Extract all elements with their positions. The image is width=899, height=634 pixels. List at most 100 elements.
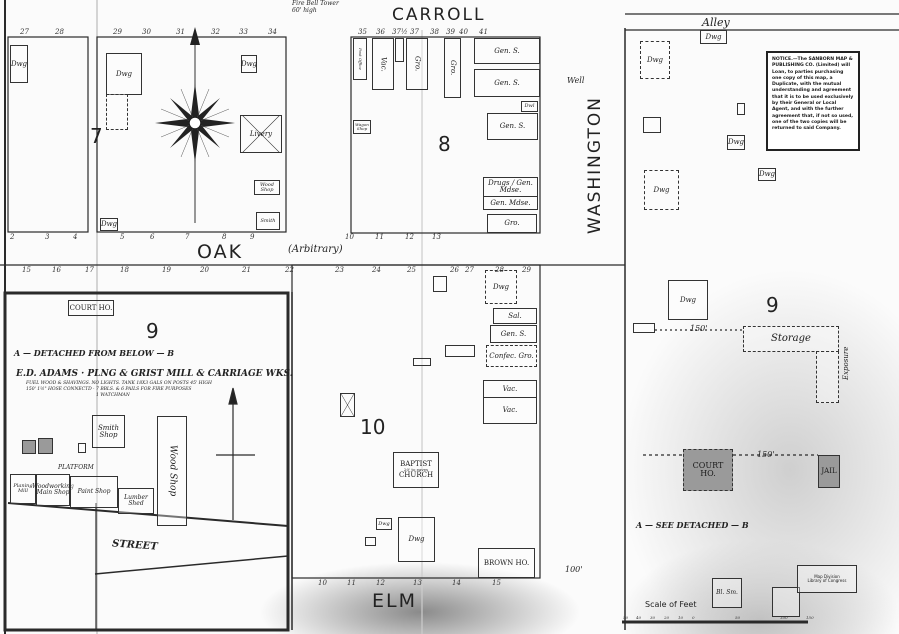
lot-number: 29 bbox=[522, 266, 531, 274]
block-number-9-left: 9 bbox=[146, 319, 159, 343]
scale-tick-label: 10 bbox=[678, 615, 684, 620]
lot-number: 14 bbox=[452, 579, 461, 587]
building-grocery: Gro. bbox=[487, 214, 537, 233]
building-small bbox=[22, 440, 36, 454]
building-dwelling: Dwg bbox=[668, 280, 708, 320]
building-small bbox=[643, 117, 661, 133]
lot-number: 2 bbox=[10, 233, 15, 241]
church-label-1: BAPTIST bbox=[400, 460, 432, 468]
building-small bbox=[38, 438, 53, 454]
lot-number: 4 bbox=[73, 233, 78, 241]
lot-number: 33 bbox=[239, 28, 248, 36]
lot-number: 3 bbox=[45, 233, 50, 241]
building-wood-shop: Wood Shop bbox=[254, 180, 280, 195]
lot-number: 7 bbox=[185, 233, 190, 241]
lot-number: 28 bbox=[55, 28, 64, 36]
building-post-office: Post Office bbox=[353, 38, 367, 80]
building-lumber-shed: Lumber Shed bbox=[118, 488, 154, 514]
lot-number: 27 bbox=[20, 28, 29, 36]
scale-tick-label: 50 bbox=[735, 615, 741, 620]
sanborn-notice: NOTICE.—The SANBORN MAP & PUBLISHING CO.… bbox=[766, 51, 860, 151]
lot-number: 17 bbox=[85, 266, 94, 274]
lot-number: 32 bbox=[211, 28, 220, 36]
building-small bbox=[633, 323, 655, 333]
lot-number: 10 bbox=[318, 579, 327, 587]
street-label-oak: OAK bbox=[197, 241, 244, 263]
scale-tick-label: 100 bbox=[780, 615, 788, 620]
building-general-store: Gen. S. bbox=[474, 38, 540, 64]
lot-number: 15 bbox=[492, 579, 501, 587]
lot-number: 16 bbox=[52, 266, 61, 274]
building-paint-shop: Paint Shop bbox=[70, 476, 118, 508]
scale-tick-label: 50 bbox=[623, 615, 629, 620]
building-jail: JAIL bbox=[818, 455, 840, 488]
lot-number: 13 bbox=[413, 579, 422, 587]
building-blacksmith: Bl. Sm. bbox=[712, 578, 742, 608]
lot-number: 40 bbox=[459, 28, 468, 36]
lot-number: 24 bbox=[372, 266, 381, 274]
building-dwelling: Dwl bbox=[521, 101, 538, 112]
lot-number: 30 bbox=[142, 28, 151, 36]
building-dwelling: Dwg bbox=[700, 30, 727, 44]
lot-number: 12 bbox=[376, 579, 385, 587]
alley-label: Alley bbox=[702, 16, 730, 29]
block-number-8: 8 bbox=[438, 132, 451, 156]
lot-number: 12 bbox=[405, 233, 414, 241]
street-label-carroll: CARROLL bbox=[392, 5, 486, 25]
building-livery: Livery bbox=[240, 115, 282, 153]
scale-tick-label: 40 bbox=[636, 615, 642, 620]
building-dwelling: Dwg bbox=[640, 41, 670, 79]
building-small bbox=[445, 345, 475, 357]
lot-number: 5 bbox=[120, 233, 125, 241]
building-small bbox=[395, 38, 404, 62]
lot-number: 15 bbox=[22, 266, 31, 274]
lot-number: 34 bbox=[268, 28, 277, 36]
lot-number: 39 bbox=[446, 28, 455, 36]
block-number-9-right: 9 bbox=[766, 293, 779, 317]
building-confectionery: Confec. Gro. bbox=[486, 345, 537, 367]
building-small bbox=[413, 358, 431, 366]
building-general-merchandise: Gen. Mdse. bbox=[483, 196, 538, 210]
lot-number: 28 bbox=[495, 266, 504, 274]
building-storage-wing bbox=[816, 351, 839, 403]
building-general-store: Gen. S. bbox=[487, 113, 538, 140]
lot-number: 11 bbox=[375, 233, 384, 241]
lot-number: 21 bbox=[242, 266, 251, 274]
lot-number: 20 bbox=[200, 266, 209, 274]
building-brown-house: BROWN HO. bbox=[478, 548, 535, 578]
building-baptist-church: BAPTIST 20' to eaves CHURCH bbox=[393, 452, 439, 488]
building-small bbox=[78, 443, 86, 453]
exposure-label: Exposure bbox=[842, 346, 850, 380]
building-small bbox=[772, 587, 800, 617]
lot-number: 37 bbox=[410, 28, 419, 36]
building-court-house: COURT HO. bbox=[683, 449, 733, 491]
building-saloon: Sal. bbox=[493, 308, 537, 324]
building-dwelling: Dwg bbox=[758, 168, 776, 181]
well-label: Well bbox=[567, 76, 585, 85]
block-number-10: 10 bbox=[360, 415, 386, 439]
building-dwelling: Dwg bbox=[106, 53, 142, 95]
lot-number: 36 bbox=[376, 28, 385, 36]
building-dwelling: Dwg bbox=[485, 270, 517, 304]
building-vacant: Vac. bbox=[483, 380, 537, 398]
building-grocery: Gro. bbox=[406, 38, 428, 90]
adams-note-2: 150' 1½" HOSE CONNECTD · 7 BBLS. & 6 PAI… bbox=[26, 387, 192, 392]
lot-number: 26 bbox=[450, 266, 459, 274]
lot-number: 29 bbox=[113, 28, 122, 36]
street-label-washington: WASHINGTON bbox=[585, 96, 605, 234]
distance-label: 150' bbox=[690, 324, 708, 333]
lot-number: 22 bbox=[285, 266, 294, 274]
street-label-elm: ELM bbox=[372, 590, 417, 612]
building-storage: Storage bbox=[743, 326, 839, 352]
lot-number: 11 bbox=[347, 579, 356, 587]
lot-number: 37½ bbox=[392, 28, 408, 36]
building-wood-shop: Wood Shop bbox=[157, 416, 187, 526]
library-of-congress-stamp: Map Division Library of Congress bbox=[797, 565, 857, 593]
fire-bell-label: Fire Bell Tower 60' high bbox=[292, 0, 339, 14]
scale-tick-label: 30 bbox=[650, 615, 656, 620]
building-wagon-shop: Wagon Shop bbox=[353, 120, 371, 134]
platform-label: PLATFORM bbox=[58, 464, 94, 471]
adams-note-3: 1 WATCHMAN bbox=[96, 393, 130, 398]
building-dwelling: Dwg bbox=[241, 55, 257, 73]
